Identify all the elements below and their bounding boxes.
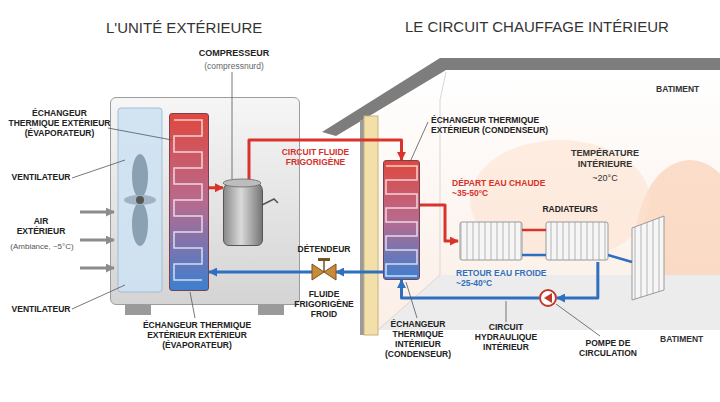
water-pipe	[557, 262, 598, 298]
leader-line	[232, 72, 233, 179]
roof	[322, 58, 720, 136]
fan-blade	[132, 202, 148, 246]
water-pipe	[522, 254, 546, 257]
condition-note: ~20°C	[560, 173, 650, 184]
outdoor-unit: L'UNITÉ EXTÉRIEUREÉCHANGEUR THERMIQUE EX…	[110, 97, 300, 305]
callout-label: (compressnurd)	[184, 61, 284, 71]
air-flow-arrow	[80, 211, 114, 214]
leader-line	[190, 292, 195, 318]
fan-blade	[132, 154, 148, 198]
part-label: CIRCUIT HYDRAULIQUE INTÉRIEUR	[466, 322, 546, 352]
callout-label: ÉCHANGEUR THERMIQUE EXTÉRIEUR (CONDENSEU…	[431, 115, 561, 135]
callout-label: ÉCHANGEUR THERMIQUE EXTÉRIEUR EXTÉRIEUR …	[142, 320, 252, 350]
callout-label: POMPE DE CIRCULATION	[566, 338, 650, 358]
leader-line	[506, 301, 507, 322]
condition-note: (Ambiance, ~5°C)	[2, 242, 82, 251]
water-pipe	[522, 229, 546, 232]
radiator	[546, 222, 608, 260]
callout-label: DÉTENDEUR	[284, 244, 364, 254]
callout-label: ÉCHANGEUR THERMIQUE EXTÉRIEUR (ÉVAPORATE…	[7, 108, 112, 138]
expansion-valve: DÉTENDEUR	[312, 262, 336, 282]
refrigerant-pipe	[209, 271, 312, 274]
water-pipe	[608, 255, 632, 262]
callout-label: RADIATEURS	[530, 204, 610, 214]
valve-body	[312, 264, 324, 280]
section-heading: LE CIRCUIT CHAUFFAGE INTÉRIEUR	[405, 18, 715, 36]
unit-foot	[125, 305, 151, 315]
condenser-coil: ÉCHANGEUR THERMIQUE EXTÉRIEUR (CONDENSEU…	[383, 160, 420, 280]
leader-line	[406, 282, 417, 318]
leader-lines	[72, 72, 600, 336]
refrigerant-pipe	[249, 140, 402, 181]
part-label: AIR EXTÉRIEUR	[10, 216, 72, 236]
pump-symbol	[544, 293, 552, 303]
water-pipe	[420, 205, 458, 241]
evaporator-coil: ÉCHANGEUR THERMIQUE EXTÉRIEUR (ÉVAPORATE…	[169, 113, 209, 291]
fan-blade	[124, 195, 156, 205]
circulation-pump: POMPE DE CIRCULATION	[539, 289, 557, 307]
valve-handle	[318, 258, 330, 261]
building: LE CIRCUIT CHAUFFAGE INTÉRIEURÉCHANGEUR …	[340, 55, 720, 335]
leader-line	[556, 304, 600, 336]
flow-label: RETOUR EAU FROIDE ~25-40°C	[456, 268, 556, 288]
radiators: RADIATEURS	[458, 220, 610, 262]
leader-line	[72, 160, 125, 178]
radiator	[460, 222, 522, 260]
leader-line	[410, 122, 428, 162]
valve-body	[324, 264, 336, 280]
compressor: COMPRESSEUR(compressnurd)	[223, 181, 263, 246]
valve-stem	[323, 261, 325, 272]
room-perspective-line	[378, 72, 446, 330]
compressor-cap	[223, 179, 261, 187]
part-label: VENTILATEUR	[6, 304, 76, 314]
part-label: VENTILATEUR	[6, 172, 76, 182]
area-label: BATIMENT	[660, 334, 720, 344]
area-label: BATIMENT	[656, 84, 720, 94]
flow-label: DÉPART EAU CHAUDE ~35-50°C	[452, 178, 562, 198]
refrigerant-pipe	[336, 271, 383, 274]
air-flow-arrow	[80, 239, 114, 242]
fan-hub	[136, 196, 144, 204]
coil-tubing	[174, 120, 202, 280]
fan-housing	[118, 108, 162, 292]
radiator	[632, 216, 664, 300]
unit-foot	[258, 305, 284, 315]
coil-tubing	[386, 166, 417, 276]
insulated-wall	[364, 116, 378, 335]
leader-line	[108, 128, 172, 140]
water-pipe	[402, 280, 540, 298]
leader-line	[72, 285, 125, 309]
section-heading: L'UNITÉ EXTÉRIEURE	[106, 19, 366, 37]
callout-label: COMPRESSEUR	[184, 48, 284, 59]
refrigerant-pipe	[209, 186, 223, 189]
compressor-terminal	[262, 199, 278, 205]
callout-label: ÉCHANGEUR THERMIQUE INTÉRIEUR (CONDENSEU…	[373, 319, 463, 359]
air-flow-arrow	[80, 267, 114, 270]
condition-label: TEMPÉRATURE INTÉRIEURE	[560, 148, 650, 169]
outer-wall	[360, 120, 364, 335]
